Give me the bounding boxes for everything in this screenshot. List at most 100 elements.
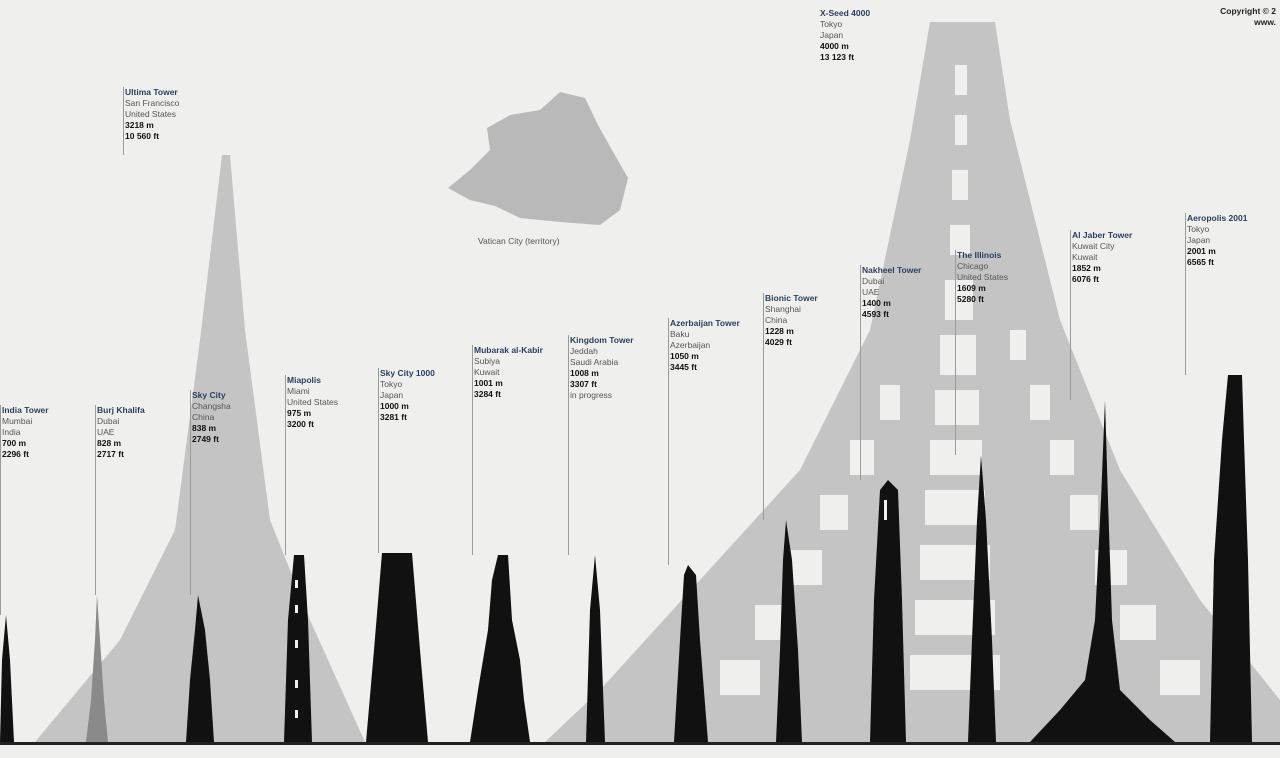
label-connector — [668, 318, 669, 565]
label-connector — [568, 335, 569, 555]
building-city: Dubai — [97, 416, 120, 426]
building-meters: 700 m — [2, 438, 27, 448]
building-feet: 10 560 ft — [125, 131, 160, 141]
label-connector — [378, 368, 379, 553]
burj-khalifa-silhouette — [86, 595, 108, 742]
label-connector — [472, 345, 473, 555]
copyright-line: Copyright © 2 — [1220, 6, 1276, 16]
building-city: Changsha — [192, 401, 231, 411]
sky-city-1000-silhouette — [366, 553, 428, 742]
building-city: Tokyo — [820, 19, 843, 29]
building-feet: 2717 ft — [97, 449, 124, 459]
building-country: Kuwait — [1072, 252, 1098, 262]
building-name: The Illinois — [957, 250, 1002, 260]
copyright-notice: Copyright © 2 www. — [1220, 6, 1276, 28]
building-city: Dubai — [862, 276, 885, 286]
building-name: Mubarak al-Kabir — [474, 345, 543, 355]
label-connector — [285, 375, 286, 555]
building-country: United States — [287, 397, 339, 407]
building-meters: 828 m — [97, 438, 122, 448]
bionic-tower-silhouette — [776, 520, 802, 742]
building-meters: 1050 m — [670, 351, 699, 361]
building-feet: 13 123 ft — [820, 52, 855, 62]
building-feet: 6076 ft — [1072, 274, 1099, 284]
azerbaijan-tower-silhouette — [674, 565, 708, 742]
building-status: in progress — [570, 390, 613, 400]
label-connector — [763, 293, 764, 520]
label-connector — [190, 390, 191, 595]
building-meters: 1400 m — [862, 298, 891, 308]
building-city: Chicago — [957, 261, 989, 271]
mubarak-al-kabir-silhouette — [470, 555, 530, 742]
building-meters: 1008 m — [570, 368, 599, 378]
building-name: Sky City — [192, 390, 226, 400]
building-country: China — [765, 315, 788, 325]
building-name: X-Seed 4000 — [820, 8, 871, 18]
building-meters: 4000 m — [820, 41, 849, 51]
building-city: Shanghai — [765, 304, 801, 314]
building-meters: 1228 m — [765, 326, 794, 336]
building-name: Kingdom Tower — [570, 335, 634, 345]
building-country: China — [192, 412, 215, 422]
label-connector — [95, 405, 96, 595]
kingdom-tower-silhouette — [586, 555, 605, 742]
building-feet: 3445 ft — [670, 362, 697, 372]
label-connector — [123, 87, 124, 155]
building-city: Mumbai — [2, 416, 33, 426]
label-connector — [1070, 230, 1071, 400]
building-city: San Francisco — [125, 98, 180, 108]
building-name: Ultima Tower — [125, 87, 178, 97]
label-connector — [955, 250, 956, 455]
building-meters: 975 m — [287, 408, 312, 418]
building-feet: 2296 ft — [2, 449, 29, 459]
building-country: UAE — [862, 287, 880, 297]
x-seed-4000-silhouette — [545, 22, 1280, 742]
building-feet: 3284 ft — [474, 389, 501, 399]
nakheel-tower-silhouette — [870, 480, 906, 742]
building-feet: 6565 ft — [1187, 257, 1214, 267]
building-feet: 4593 ft — [862, 309, 889, 319]
ultima-tower-silhouette — [35, 155, 365, 742]
building-city: Baku — [670, 329, 690, 339]
label-connector — [0, 405, 1, 615]
sky-city-silhouette — [186, 595, 214, 742]
building-country: United States — [957, 272, 1009, 282]
building-name: Azerbaijan Tower — [670, 318, 740, 328]
building-name: Burj Khalifa — [97, 405, 145, 415]
building-country: Japan — [820, 30, 844, 40]
building-meters: 2001 m — [1187, 246, 1216, 256]
building-meters: 1000 m — [380, 401, 409, 411]
building-city: Subiya — [474, 356, 500, 366]
building-name: Bionic Tower — [765, 293, 818, 303]
aeropolis-2001-silhouette — [1210, 375, 1252, 742]
building-name: Sky City 1000 — [380, 368, 435, 378]
building-feet: 4029 ft — [765, 337, 792, 347]
vatican-city-label: Vatican City (territory) — [478, 236, 560, 246]
building-country: Japan — [1187, 235, 1211, 245]
the-illinois-silhouette — [968, 455, 996, 742]
building-meters: 3218 m — [125, 120, 154, 130]
label-connector — [1185, 213, 1186, 375]
ground-line — [0, 742, 1280, 745]
building-meters: 1852 m — [1072, 263, 1101, 273]
building-name: India Tower — [2, 405, 49, 415]
building-country: India — [2, 427, 21, 437]
building-name: Aeropolis 2001 — [1187, 213, 1248, 223]
building-country: Kuwait — [474, 367, 500, 377]
copyright-url: www. — [1254, 17, 1276, 27]
building-feet: 3281 ft — [380, 412, 407, 422]
building-country: Azerbaijan — [670, 340, 711, 350]
building-feet: 2749 ft — [192, 434, 219, 444]
